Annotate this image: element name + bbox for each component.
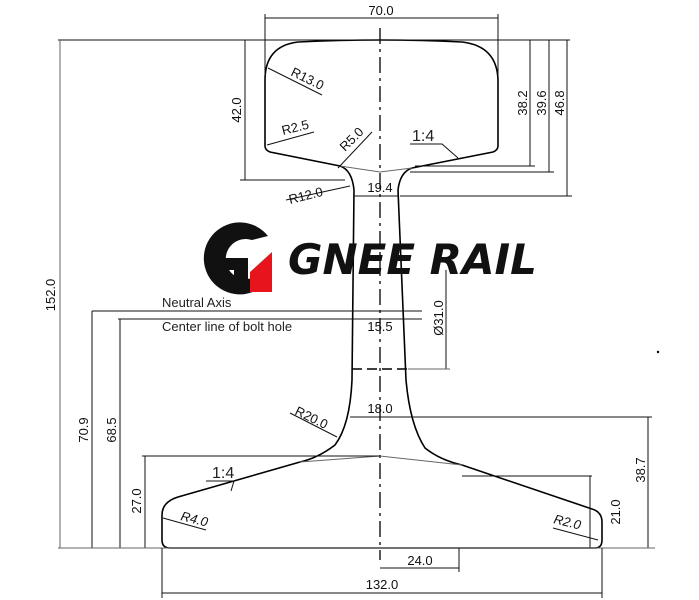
radius-r13: R13.0 xyxy=(289,64,327,93)
neutral-axis-label: Neutral Axis xyxy=(162,295,232,310)
dim-38-7: 38.7 xyxy=(633,457,648,482)
dim-half-base: 24.0 xyxy=(407,553,432,568)
radius-r12: R12.0 xyxy=(287,184,324,207)
slope-base: 1:4 xyxy=(212,465,234,482)
radius-r4: R4.0 xyxy=(179,508,210,529)
slope-head: 1:4 xyxy=(412,128,434,145)
dim-bolt-diameter: Ø31.0 xyxy=(431,300,446,335)
dim-38-2: 38.2 xyxy=(515,90,530,115)
radius-r5: R5.0 xyxy=(337,124,367,154)
dim-web-bottom: 18.0 xyxy=(367,401,392,416)
dim-neutral-axis-height: 70.9 xyxy=(76,417,91,442)
gnee-logo-icon xyxy=(203,222,272,295)
radius-r2-5: R2.5 xyxy=(280,117,310,138)
rail-head-outline xyxy=(264,39,499,191)
radius-r2: R2.0 xyxy=(552,511,583,532)
dim-bolt-hole-height: 68.5 xyxy=(104,417,119,442)
radius-r20: R20.0 xyxy=(293,403,331,432)
dim-bolt-web: 15.5 xyxy=(367,319,392,334)
bolt-center-label: Center line of bolt hole xyxy=(162,319,292,334)
dim-46-8: 46.8 xyxy=(552,90,567,115)
foot-slope-guide xyxy=(299,455,463,466)
head-slope-guide xyxy=(339,165,413,173)
dim-head-width: 70.0 xyxy=(368,3,393,18)
brand-name: GNEE RAIL xyxy=(288,235,537,284)
dim-39-6: 39.6 xyxy=(534,90,549,115)
dim-total-height: 152.0 xyxy=(43,279,58,312)
rail-web-outline xyxy=(299,189,463,466)
dim-foot-edge-height: 21.0 xyxy=(608,499,623,524)
dim-head-height: 42.0 xyxy=(229,97,244,122)
dim-base-slope-height: 27.0 xyxy=(129,488,144,513)
dim-web-top: 19.4 xyxy=(367,180,392,195)
dim-base-width: 132.0 xyxy=(366,577,399,592)
